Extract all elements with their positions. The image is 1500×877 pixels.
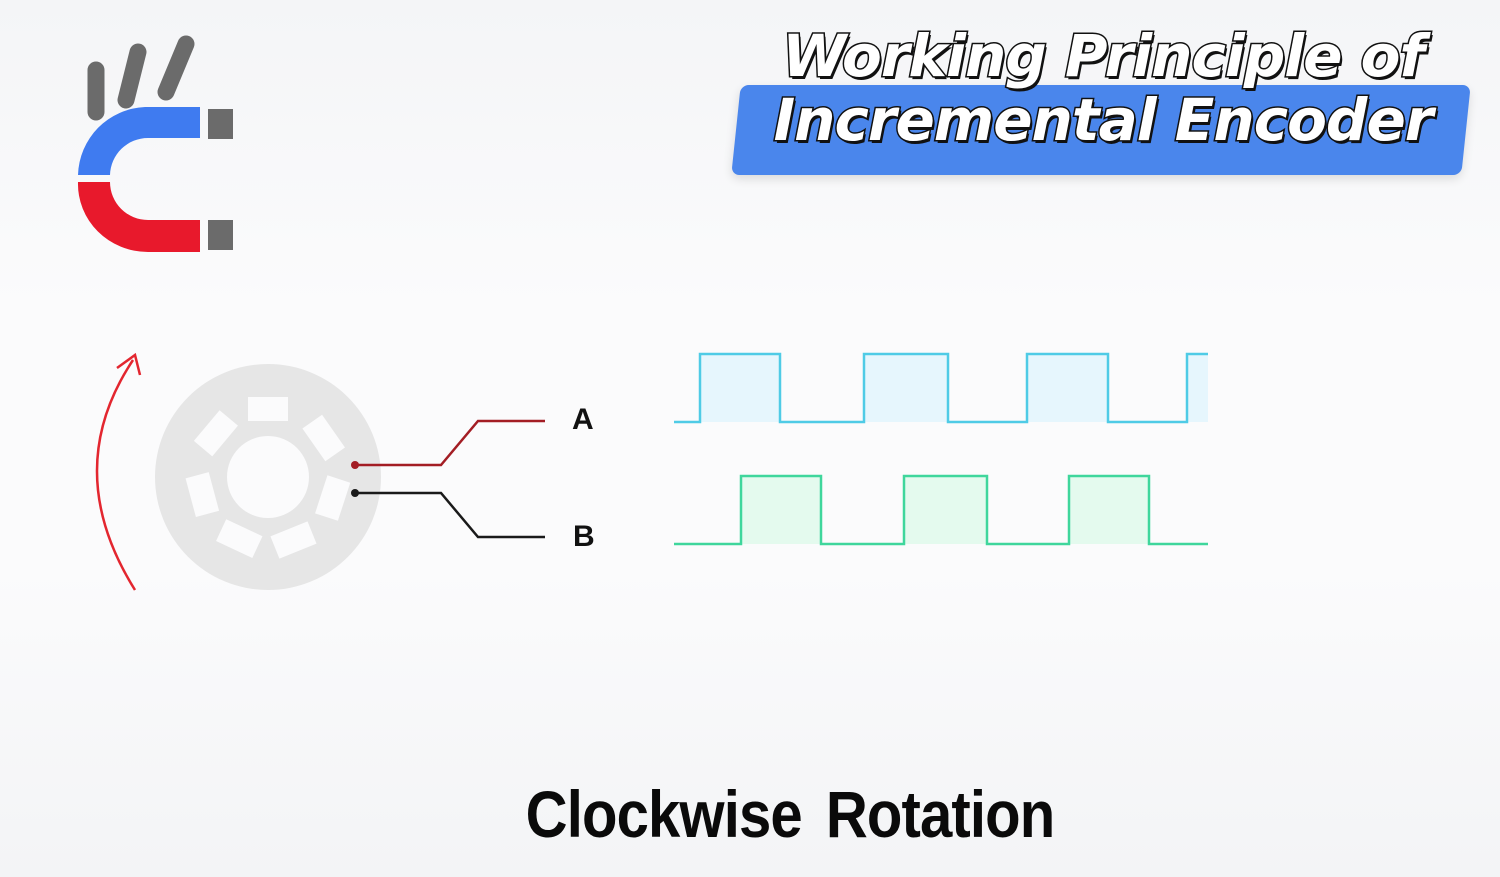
channel-b-label: B [573,520,595,553]
signal-a-waveform [674,352,1208,424]
magnet-north-icon [78,107,200,175]
magnet-pole-icon [208,220,233,250]
rotation-arrow-icon [95,352,142,591]
encoder-disk-icon [155,364,381,590]
wire-b [351,489,545,539]
title-line-2: Incremental Encoder [772,85,1435,156]
finger-icon [87,35,195,121]
signal-b-waveform [674,474,1208,546]
wire-a [351,419,545,469]
caption: Clockwise Rotation [525,777,1056,851]
magnet-pole-icon [208,109,233,139]
channel-a-label: A [572,403,594,436]
magnet-hand-logo [77,35,233,252]
title-line-1: Working Principle of [781,21,1426,92]
title-block: Working Principle of Incremental Encoder [728,20,1478,185]
magnet-south-icon [77,182,200,252]
